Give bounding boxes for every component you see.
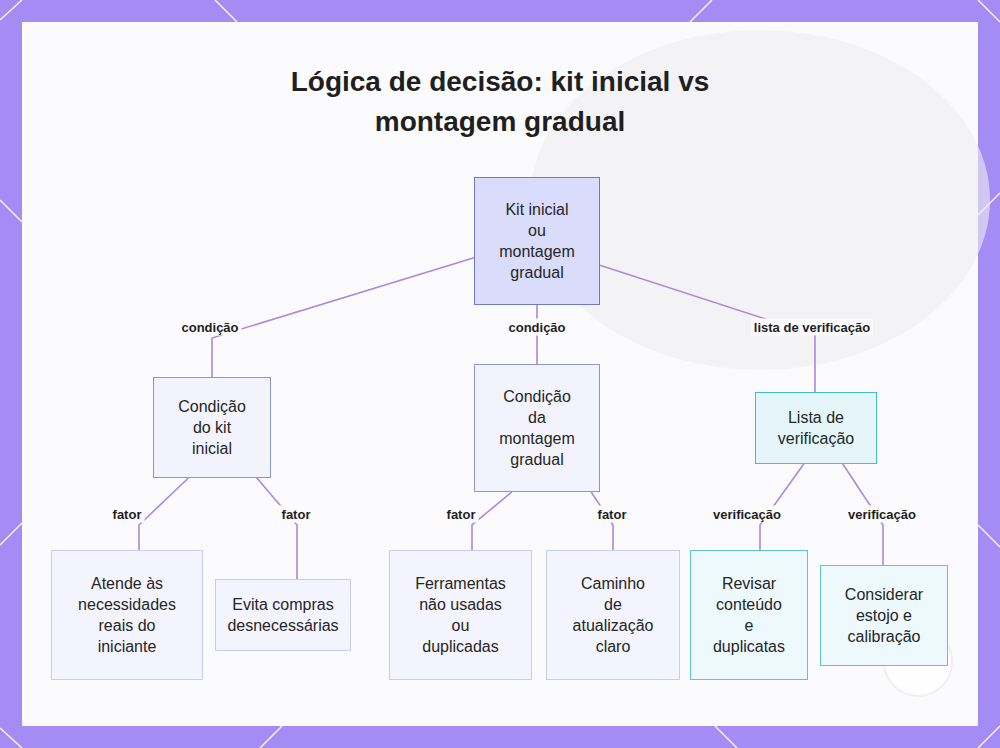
node-label: Revisar conteúdo e duplicatas xyxy=(712,573,786,657)
edge-label: condição xyxy=(178,319,241,336)
check-item-box: Considerar estojo e calibração xyxy=(820,565,948,666)
node-label: Atende às necessidades reais do iniciant… xyxy=(73,573,181,657)
condition-box: Condição da montagem gradual xyxy=(474,364,600,492)
check-item-box: Revisar conteúdo e duplicatas xyxy=(690,550,808,680)
factor-box: Caminho de atualização claro xyxy=(546,550,680,680)
node-label: Considerar estojo e calibração xyxy=(830,584,938,647)
connector xyxy=(257,478,297,579)
checklist-box: Lista de verificação xyxy=(755,392,877,464)
edge-label: verificação xyxy=(710,506,784,523)
edge-label: fator xyxy=(595,506,630,523)
root-box: Kit inicial ou montagem gradual xyxy=(474,177,600,305)
factor-box: Evita compras desnecessárias xyxy=(215,579,351,651)
node-label: Ferramentas não usadas ou duplicadas xyxy=(412,573,509,657)
node-label: Condição da montagem gradual xyxy=(495,386,579,470)
node-label: Kit inicial ou montagem gradual xyxy=(495,199,579,283)
edge-label: fator xyxy=(279,506,314,523)
factor-box: Ferramentas não usadas ou duplicadas xyxy=(389,550,532,680)
connector xyxy=(139,478,188,550)
diagram-title: Lógica de decisão: kit inicial vs montag… xyxy=(265,62,735,142)
connector xyxy=(212,258,474,377)
node-label: Caminho de atualização claro xyxy=(573,573,654,657)
node-label: Evita compras desnecessárias xyxy=(222,594,344,636)
edge-label: condição xyxy=(505,319,568,336)
edge-label: verificação xyxy=(845,506,919,523)
node-label: Condição do kit inicial xyxy=(173,396,251,459)
condition-box: Condição do kit inicial xyxy=(153,377,271,478)
factor-box: Atende às necessidades reais do iniciant… xyxy=(51,550,203,680)
node-label: Lista de verificação xyxy=(767,407,865,449)
edge-label: lista de verificação xyxy=(751,319,873,336)
edge-label: fator xyxy=(444,506,479,523)
edge-label: fator xyxy=(110,506,145,523)
